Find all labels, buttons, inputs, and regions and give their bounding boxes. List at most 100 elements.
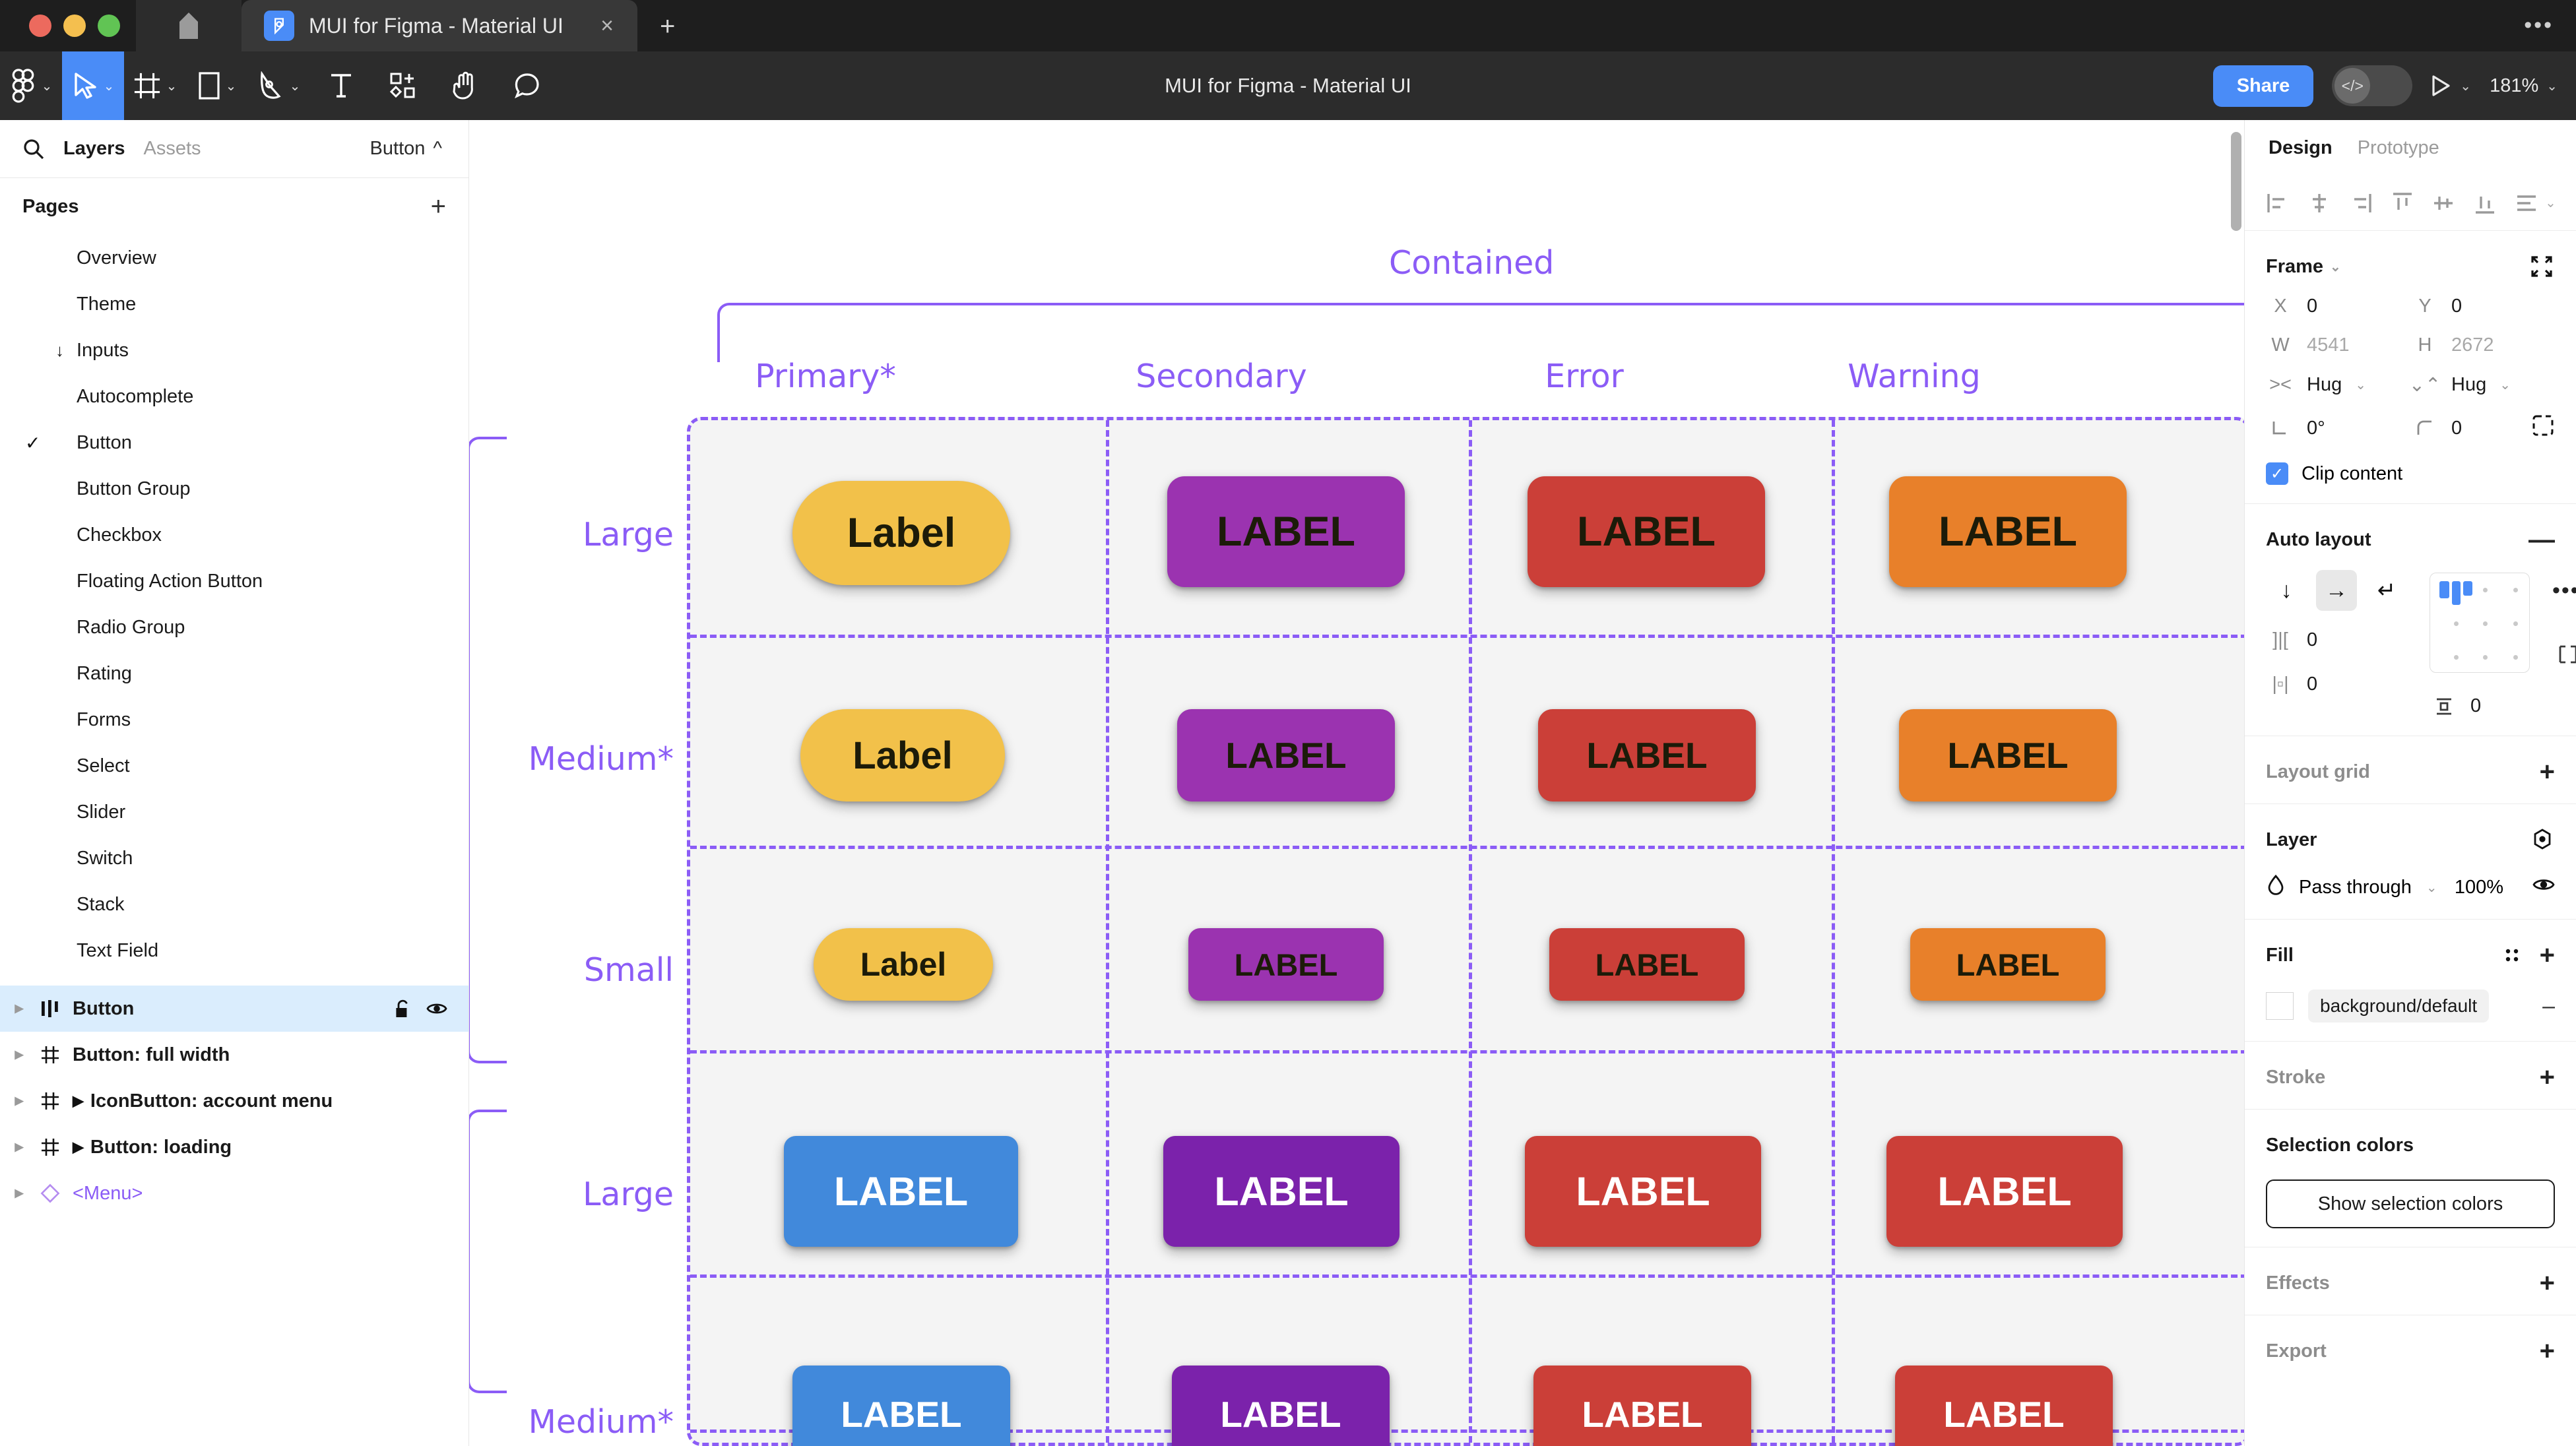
- add-fill-button[interactable]: +: [2539, 941, 2555, 970]
- button-large-alt-secondary[interactable]: LABEL: [1163, 1136, 1400, 1247]
- page-item-stack[interactable]: Stack: [0, 881, 468, 927]
- auto-layout-padding-vertical[interactable]: 0: [2430, 695, 2530, 717]
- layer-row-menu-instance[interactable]: ▶ <Menu>: [0, 1170, 468, 1216]
- align-vertical-center-icon[interactable]: [2430, 190, 2457, 216]
- button-large-alt-primary[interactable]: LABEL: [784, 1136, 1018, 1247]
- align-horizontal-center-icon[interactable]: [2306, 190, 2333, 216]
- page-item-theme[interactable]: Theme: [0, 281, 468, 327]
- chevron-down-icon[interactable]: ⌄: [41, 79, 53, 94]
- chevron-down-icon[interactable]: ⌄: [289, 79, 301, 94]
- add-export-button[interactable]: +: [2539, 1336, 2555, 1366]
- page-item-checkbox[interactable]: Checkbox: [0, 512, 468, 558]
- figma-menu-icon-button[interactable]: ⌄: [0, 51, 62, 120]
- frame-tool-button[interactable]: ⌄: [124, 51, 186, 120]
- chevron-down-icon[interactable]: ⌄: [225, 79, 237, 94]
- button-medium-alt-warning[interactable]: LABEL: [1895, 1366, 2113, 1446]
- advanced-layout-icon[interactable]: [2556, 643, 2576, 666]
- page-item-radio-group[interactable]: Radio Group: [0, 604, 468, 650]
- align-right-icon[interactable]: [2348, 190, 2374, 216]
- pen-tool-button[interactable]: ⌄: [248, 51, 310, 120]
- new-tab-button[interactable]: +: [660, 12, 676, 41]
- auto-layout-alignment-pad[interactable]: [2430, 573, 2530, 673]
- button-small-warning[interactable]: LABEL: [1910, 928, 2106, 1001]
- collapse-triangle-icon[interactable]: ▶: [73, 1139, 84, 1155]
- present-button[interactable]: ⌄: [2431, 75, 2471, 97]
- maximize-window-button[interactable]: [98, 15, 120, 37]
- tab-assets[interactable]: Assets: [143, 138, 201, 159]
- chevron-down-icon[interactable]: ⌄: [2355, 378, 2366, 393]
- button-medium-alt-secondary[interactable]: LABEL: [1172, 1366, 1390, 1446]
- expand-triangle-icon[interactable]: ▶: [15, 1187, 24, 1199]
- page-item-rating[interactable]: Rating: [0, 650, 468, 697]
- comment-tool-button[interactable]: [496, 51, 558, 120]
- frame-rotation[interactable]: 0°: [2266, 414, 2410, 443]
- chevron-down-icon[interactable]: ⌄: [2545, 196, 2556, 210]
- shape-tool-button[interactable]: ⌄: [186, 51, 248, 120]
- layer-opacity-value[interactable]: 100%: [2454, 876, 2503, 898]
- button-large-primary[interactable]: Label: [792, 481, 1010, 585]
- page-item-select[interactable]: Select: [0, 743, 468, 789]
- share-button[interactable]: Share: [2212, 65, 2314, 107]
- button-large-alt-warning[interactable]: LABEL: [1886, 1136, 2123, 1247]
- minus-icon[interactable]: —: [2528, 525, 2555, 554]
- tab-design[interactable]: Design: [2269, 137, 2333, 158]
- search-icon[interactable]: [22, 138, 45, 160]
- collapse-triangle-icon[interactable]: ▶: [73, 1092, 84, 1109]
- frame-resize-width[interactable]: >< Hug ⌄: [2266, 373, 2410, 396]
- align-top-icon[interactable]: [2389, 190, 2416, 216]
- layer-row-button-full-width[interactable]: ▶ Button: full width: [0, 1032, 468, 1078]
- page-item-text-field[interactable]: Text Field: [0, 927, 468, 974]
- align-left-icon[interactable]: [2265, 190, 2291, 216]
- window-menu-button[interactable]: •••: [2524, 13, 2554, 38]
- move-tool-button[interactable]: ⌄: [62, 51, 124, 120]
- page-item-overview[interactable]: Overview: [0, 235, 468, 281]
- page-item-inputs[interactable]: ↓Inputs: [0, 327, 468, 373]
- tab-prototype[interactable]: Prototype: [2357, 137, 2439, 158]
- expand-triangle-icon[interactable]: ▶: [15, 1048, 24, 1061]
- fill-color-swatch[interactable]: [2266, 992, 2294, 1020]
- design-canvas[interactable]: Contained Primary* Secondary Error Warni…: [469, 120, 2244, 1446]
- page-item-forms[interactable]: Forms: [0, 697, 468, 743]
- chevron-down-icon[interactable]: ⌄: [103, 79, 115, 94]
- wrap-icon[interactable]: ↵: [2377, 578, 2397, 603]
- eye-icon[interactable]: [426, 1000, 447, 1017]
- close-tab-button[interactable]: ×: [600, 13, 614, 38]
- auto-layout-padding-horizontal[interactable]: |▫| 0: [2266, 674, 2407, 695]
- button-small-error[interactable]: LABEL: [1549, 928, 1745, 1001]
- arrow-right-icon[interactable]: →: [2316, 570, 2357, 611]
- expand-triangle-icon[interactable]: ▶: [15, 1002, 24, 1015]
- zoom-level-control[interactable]: 181% ⌄: [2490, 75, 2558, 97]
- layer-row-button-loading[interactable]: ▶ ▶ Button: loading: [0, 1124, 468, 1170]
- button-medium-primary[interactable]: Label: [800, 709, 1005, 802]
- minimize-window-button[interactable]: [63, 15, 86, 37]
- add-stroke-button[interactable]: +: [2539, 1063, 2555, 1092]
- chevron-down-icon[interactable]: ⌄: [2426, 880, 2437, 895]
- fill-style-token[interactable]: background/default: [2308, 990, 2490, 1022]
- button-large-secondary[interactable]: LABEL: [1167, 476, 1405, 587]
- remove-fill-button[interactable]: –: [2542, 993, 2555, 1019]
- unlock-icon[interactable]: [395, 999, 412, 1019]
- independent-corners-icon[interactable]: [2531, 414, 2555, 437]
- home-tab-button[interactable]: [136, 0, 242, 51]
- add-page-button[interactable]: +: [430, 192, 446, 221]
- page-item-autocomplete[interactable]: Autocomplete: [0, 373, 468, 420]
- button-large-error[interactable]: LABEL: [1528, 476, 1765, 587]
- button-medium-alt-error[interactable]: LABEL: [1533, 1366, 1751, 1446]
- button-small-primary[interactable]: Label: [814, 928, 993, 1001]
- chevron-down-icon[interactable]: ⌄: [2460, 79, 2472, 94]
- add-layout-grid-button[interactable]: +: [2539, 757, 2555, 786]
- layer-row-button[interactable]: ▶ Button: [0, 986, 468, 1032]
- resources-tool-button[interactable]: [372, 51, 434, 120]
- more-horizontal-icon[interactable]: •••: [2552, 578, 2576, 603]
- file-tab[interactable]: MUI for Figma - Material UI ×: [242, 0, 637, 51]
- button-medium-error[interactable]: LABEL: [1538, 709, 1756, 802]
- page-item-switch[interactable]: Switch: [0, 835, 468, 881]
- expand-triangle-icon[interactable]: ▶: [15, 1094, 24, 1107]
- layer-row-iconbutton-account-menu[interactable]: ▶ ▶ IconButton: account menu: [0, 1078, 468, 1124]
- align-bottom-icon[interactable]: [2472, 190, 2498, 216]
- chevron-down-icon[interactable]: ⌄: [166, 79, 177, 94]
- dev-mode-toggle[interactable]: </>: [2332, 65, 2413, 106]
- clip-content-checkbox[interactable]: ✓: [2266, 462, 2288, 485]
